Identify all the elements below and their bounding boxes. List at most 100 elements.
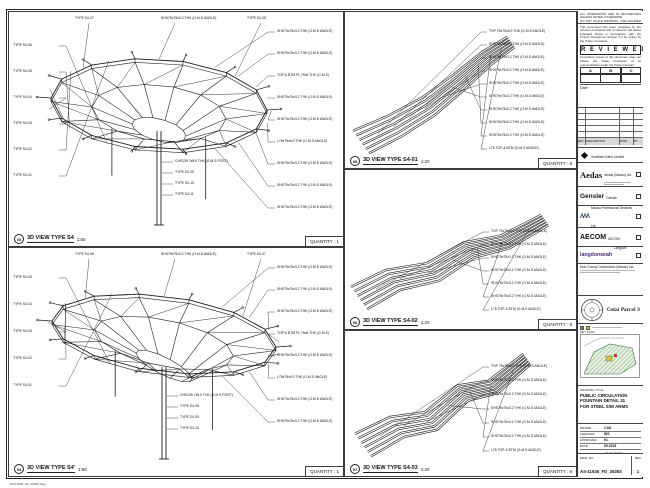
member-label: TOP & BTM PL 75x8 THK (G.M.S)	[277, 331, 329, 335]
leader-line	[403, 380, 489, 427]
leader-line	[377, 31, 487, 135]
revision-row	[578, 132, 643, 138]
member-line	[94, 299, 147, 351]
arm-line	[264, 325, 279, 330]
pipe-inner	[357, 218, 545, 297]
note-line: ALL DIMENSIONS ARE IN MILLIMETRES UNLESS…	[580, 11, 641, 20]
member-label: SHS75x75x3.2 THK (G.M.S ANGLE)	[491, 406, 547, 410]
client-logo-icon	[580, 151, 589, 159]
consultant-name: AECOM	[608, 236, 620, 241]
member-label: TOP 75x75x6.0 THK (G.M.S ANGLE)	[491, 229, 548, 233]
leader-line	[242, 258, 262, 317]
field-row: DATE 05.2015	[580, 444, 641, 450]
leader-line	[408, 57, 487, 118]
member-label: SHS75x75x3.2 THK (G.M.S ANGLE)	[489, 81, 545, 85]
member-line	[51, 293, 277, 375]
scale-row: SCALE AS SHOWN	[580, 451, 641, 454]
member-label: SHS75x75x3.2 THK (G.M.S ANGLE)	[489, 94, 545, 98]
revision-column-header: DESCRIPTION	[586, 138, 620, 145]
leader-line	[393, 44, 487, 127]
member-label: TYPE S4-10	[175, 181, 194, 185]
pipe-inner	[353, 216, 544, 292]
microtext-line	[608, 245, 625, 246]
member-line	[233, 355, 265, 366]
review-status-cells	[580, 73, 642, 83]
view-title: 3D VIEW TYPE S4-01	[363, 157, 418, 165]
leader-line	[465, 76, 487, 111]
member-line	[50, 101, 133, 125]
arm-line	[84, 355, 95, 359]
view-titlebar: 07 3D VIEW TYPE S4-03 1:20	[350, 464, 430, 474]
member-line	[189, 364, 265, 383]
joint-circle	[289, 344, 292, 348]
quantity-cell: QUANTITY : 8	[538, 466, 576, 476]
joint-circle	[36, 318, 39, 322]
drawing-title-line: PUBLIC CIRCULATION	[580, 392, 628, 398]
member-label: SHS75x75x3.2 THK (G.M.S ANGLE)	[491, 281, 547, 285]
member-line	[61, 121, 118, 132]
arm-line	[49, 302, 64, 307]
drawing-title-caption: DRAWING TITLE :	[580, 387, 606, 392]
view-titlebar: 03 3D VIEW TYPE S4 1:50	[14, 234, 86, 244]
member-label: TYPE S4-02	[13, 147, 32, 151]
member-label: TYPE S4-03	[13, 329, 32, 333]
member-label: SHS75x75x3.2 THK (G.M.S ANGLE)	[491, 268, 547, 272]
member-line	[138, 362, 159, 373]
arm-line	[37, 319, 53, 322]
member-label: TYPE S4-01	[13, 383, 32, 387]
leader-line	[469, 391, 489, 424]
check-cell	[636, 252, 641, 258]
project-seal-icon	[581, 298, 603, 321]
member-label: TOP 75x75x6.0 THK (G.M.S ANGLE)	[491, 364, 548, 368]
leader-line	[267, 110, 275, 121]
field-label: DRAWN	[580, 426, 592, 430]
pipe-inner	[357, 355, 526, 439]
client-row: Venetian Orient Limited	[578, 148, 643, 163]
leader-line	[256, 75, 275, 87]
key-plan-map	[580, 334, 640, 378]
leader-line	[375, 231, 489, 290]
leader-line	[482, 228, 530, 311]
member-label: SHS75x75x3.2 THK (G.M.S ANGLE)	[277, 353, 333, 357]
member-label: TYPE S4-09	[180, 415, 199, 419]
pipe-inner	[359, 40, 511, 141]
leader-line	[267, 97, 275, 99]
member-label: SHS75x75x3.2 THK (G.M.S ANGLE)	[277, 29, 333, 33]
microtext-line	[592, 327, 622, 328]
view-title: 3D VIEW TYPE S4	[27, 235, 74, 243]
review-status-cell	[600, 73, 622, 83]
check-cell	[636, 214, 641, 219]
joint-circle	[190, 376, 194, 380]
leader-line	[158, 22, 176, 60]
member-line	[169, 303, 190, 360]
leader-line	[480, 55, 491, 137]
consultant-name: Macau Professional Services Ltd.	[591, 206, 633, 228]
member-line	[226, 344, 277, 351]
member-line	[182, 138, 201, 153]
member-label: TYPE S4-02	[13, 356, 32, 360]
field-row: APPROVED KL	[580, 438, 641, 444]
member-line	[179, 315, 234, 324]
leader-line	[438, 83, 487, 99]
joint-circle	[81, 137, 85, 141]
member-line	[62, 309, 95, 331]
member-label: TYPE S4-04	[13, 95, 32, 99]
view-scale: 1:50	[78, 466, 87, 472]
member-label: CHS139.7x8.0 THK (G.M.S POST)	[175, 159, 228, 163]
review-status-cell	[580, 73, 601, 83]
member-line	[200, 93, 257, 96]
view-number-bubble: 04	[14, 464, 24, 474]
member-line	[188, 369, 208, 378]
member-label: SHS75x75x3.2 THK (G.M.S ANGLE)	[489, 133, 545, 137]
date-field: Date :	[580, 84, 641, 90]
member-line	[61, 82, 135, 120]
arm-line	[226, 66, 236, 73]
consultant-name: Aedas (Macau) Ltd.	[604, 173, 633, 177]
joint-circle	[241, 306, 245, 309]
member-label: TOP & BTM PL 75x8 THK (G.M.S)	[277, 73, 329, 77]
member-line	[94, 352, 147, 366]
pipe-inner	[364, 359, 529, 448]
member-label: TYPE S4-08	[247, 16, 266, 20]
drawing-number-box: DWG. NO. AS-11535_FD_2535S REV 1	[578, 454, 643, 477]
consultant-name: Gensler	[606, 195, 618, 200]
